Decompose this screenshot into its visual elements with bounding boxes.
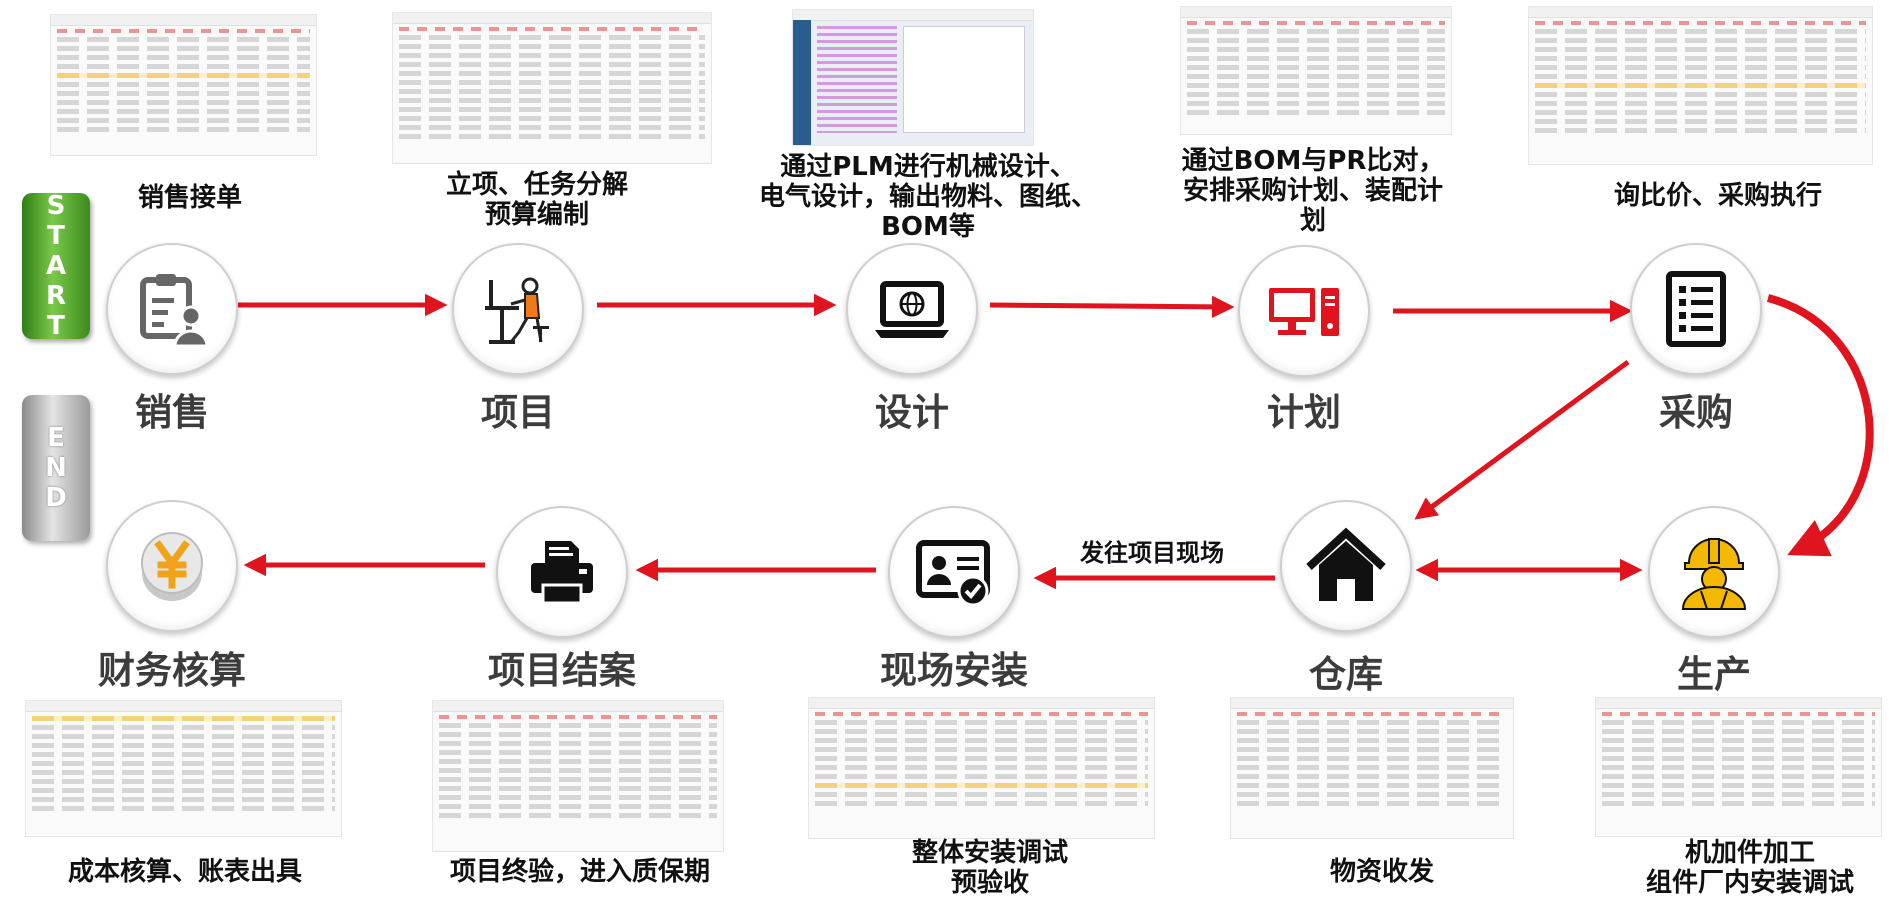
caption-line: 组件厂内安装调试 [1645,868,1854,898]
sales-clipboard-icon [140,274,209,348]
start-letter: A [45,251,67,281]
end-letter: N [45,453,67,483]
plan-screenshot-thumbnail [1180,6,1452,135]
edge-label-to-site: 发往项目现场 [1080,539,1224,567]
yuan-coin-icon [141,532,203,601]
node-design [846,243,978,375]
node-warehouse [1280,500,1412,632]
caption-plan: 通过BOM与PR比对， 安排采购计划、装配计 划 [1148,146,1478,236]
end-letter: D [45,483,67,513]
stage-label-production: 生产 [1677,653,1751,696]
caption-line: 通过BOM与PR比对， [1181,146,1445,176]
caption-line: 立项、任务分解 [445,170,628,200]
stage-label-closeout: 项目结案 [488,649,636,692]
stage-label-sales: 销售 [135,391,209,434]
caption-design: 通过PLM进行机械设计、 电气设计，输出物料、图纸、 BOM等 [738,152,1118,242]
design-plm-screenshot-thumbnail [792,9,1034,146]
caption-line: 划 [1299,206,1326,236]
end-badge: E N D [22,395,90,541]
caption-line: 整体安装调试 [911,838,1068,868]
arrow-design-to-plan [989,295,1235,319]
caption-line: 预算编制 [484,200,589,230]
stage-label-design: 设计 [875,391,949,434]
checklist-icon [1666,271,1726,347]
caption-line: 询比价、采购执行 [1613,181,1822,211]
node-production [1648,506,1780,638]
caption-purchase: 询比价、采购执行 [1578,181,1858,211]
caption-line: 销售接单 [137,183,242,213]
start-letter: T [47,311,65,341]
start-letter: T [47,221,65,251]
stage-label-warehouse: 仓库 [1309,653,1383,696]
house-icon [1306,527,1386,601]
end-letter: E [47,423,65,453]
caption-line: 机加件加工 [1684,838,1815,868]
id-card-check-icon [916,540,990,607]
stage-label-plan: 计划 [1267,391,1341,434]
arrow-purchase-to-warehouse [1414,359,1630,520]
node-install [888,506,1020,638]
stage-label-install: 现场安装 [880,649,1028,692]
caption-line: 项目终验，进入质保期 [449,857,710,887]
stage-label-finance: 财务核算 [98,649,246,692]
node-plan [1238,245,1370,377]
caption-line: 通过PLM进行机械设计、 [780,152,1076,182]
caption-line: 物资收发 [1329,857,1434,887]
person-at-desk-icon [485,277,549,344]
node-closeout [496,506,628,638]
project-screenshot-thumbnail [392,12,712,164]
caption-line: 预验收 [950,868,1029,898]
node-project [452,243,584,375]
caption-warehouse: 物资收发 [1262,857,1502,887]
caption-closeout: 项目终验，进入质保期 [425,857,735,887]
caption-sales: 销售接单 [70,183,310,213]
caption-line: 电气设计，输出物料、图纸、 [758,182,1097,212]
caption-line: 安排采购计划、装配计 [1182,176,1443,206]
caption-install: 整体安装调试 预验收 [860,838,1120,898]
purchase-screenshot-thumbnail [1528,6,1873,165]
node-sales [106,243,238,375]
install-screenshot-thumbnail [808,697,1155,839]
stage-label-project: 项目 [481,391,555,434]
caption-project: 立项、任务分解 预算编制 [392,170,682,230]
worker-hardhat-icon [1681,538,1747,610]
finance-screenshot-thumbnail [25,700,342,837]
closeout-screenshot-thumbnail [432,700,724,852]
stage-label-purchase: 采购 [1659,391,1733,434]
node-purchase [1630,243,1762,375]
caption-line: BOM等 [881,212,975,242]
start-letter: R [45,281,67,311]
desktop-computer-icon [1269,288,1339,336]
sales-screenshot-thumbnail [50,14,317,156]
start-letter: S [46,191,66,221]
caption-production: 机加件加工 组件厂内安装调试 [1610,838,1890,898]
warehouse-screenshot-thumbnail [1230,697,1514,839]
production-screenshot-thumbnail [1595,697,1882,837]
caption-line: 成本核算、账表出具 [67,857,302,887]
arrow-purchase-to-production [1766,294,1874,557]
printer-icon [531,541,593,605]
caption-finance: 成本核算、账表出具 [40,857,330,887]
node-finance [106,500,238,632]
laptop-globe-icon [875,281,949,338]
start-badge: S T A R T [22,191,90,341]
